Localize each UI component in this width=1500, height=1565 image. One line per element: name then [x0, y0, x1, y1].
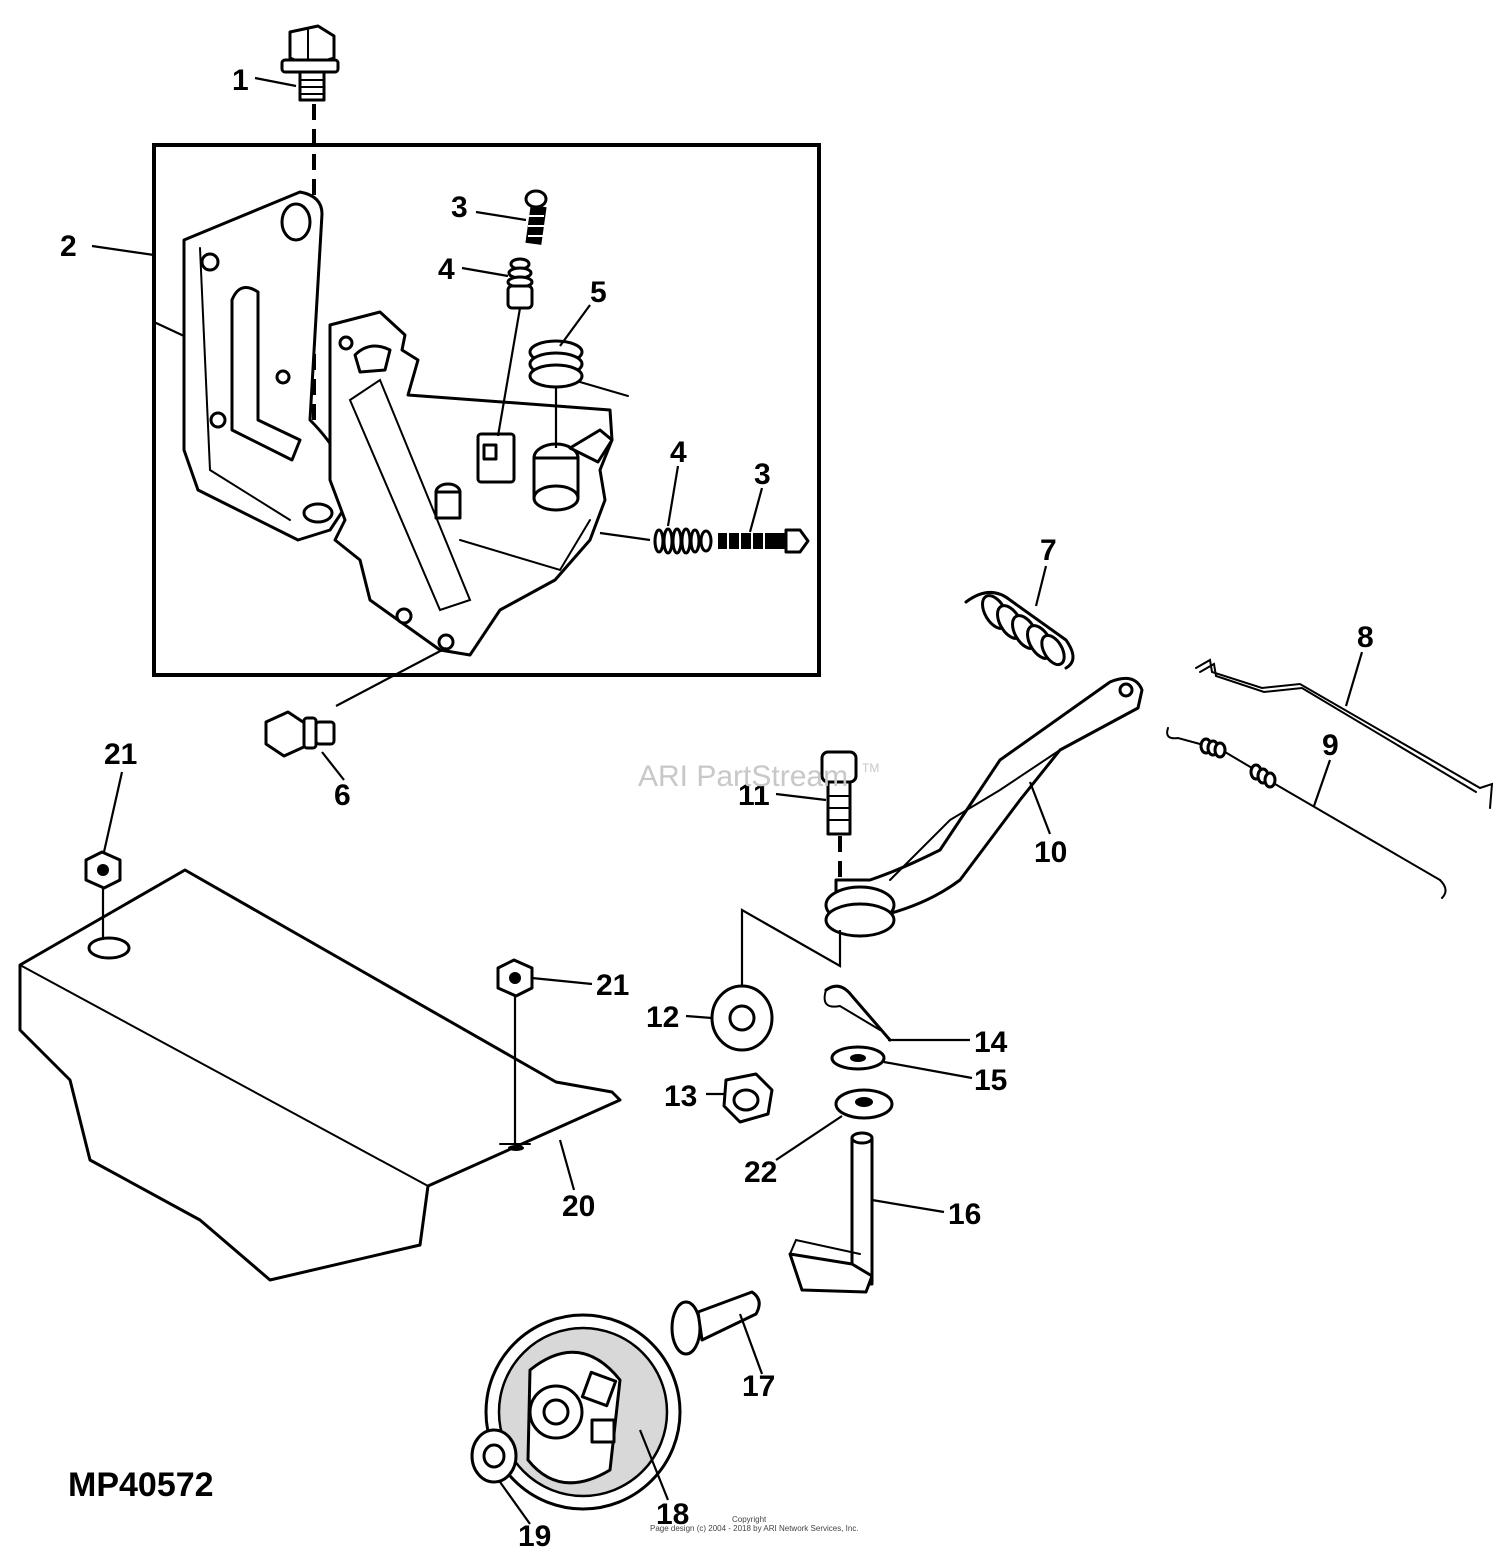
part-19-washer — [470, 1428, 518, 1484]
part-16-governor-shaft — [788, 1131, 874, 1294]
callout-1: 1 — [232, 64, 249, 97]
callout-8: 8 — [1357, 621, 1374, 654]
callout-17: 17 — [742, 1370, 775, 1403]
callout-4-top: 4 — [438, 253, 455, 286]
callout-4-right: 4 — [670, 436, 687, 469]
governor-control-plate — [328, 310, 614, 657]
callout-3-top: 3 — [451, 191, 468, 224]
part-4-spring-right — [653, 527, 713, 555]
callout-12: 12 — [646, 1001, 679, 1034]
part-12-washer — [710, 984, 774, 1052]
part-21-nut-right — [496, 958, 534, 1146]
callout-11: 11 — [738, 779, 770, 812]
leader-lines — [91, 76, 1364, 1525]
part-10-governor-lever — [824, 676, 1144, 938]
part-14-cotter — [823, 984, 892, 1042]
part-15-washer — [830, 1045, 886, 1071]
part-7-spring — [964, 591, 1075, 670]
part-3-screw-right — [718, 528, 810, 554]
part-12-leader — [740, 908, 842, 990]
part-8-rod — [1195, 658, 1494, 809]
callout-19: 19 — [518, 1520, 551, 1553]
copyright-text: Page design (c) 2004 - 2018 by ARI Netwo… — [650, 1524, 859, 1533]
part-18-governor-gear — [484, 1313, 682, 1511]
part-20-deflector — [18, 868, 622, 1282]
part-5-coil-spring — [528, 339, 629, 448]
callout-16: 16 — [948, 1198, 981, 1231]
copyright-label: Copyright — [732, 1515, 767, 1524]
callout-2: 2 — [60, 230, 77, 263]
callout-10: 10 — [1034, 836, 1067, 869]
watermark: ARI PartStream — [638, 760, 848, 793]
part-9-spring-rod — [1166, 727, 1447, 899]
callout-21-left: 21 — [104, 738, 137, 771]
part-11-screw — [820, 750, 858, 880]
callout-13: 13 — [664, 1080, 697, 1113]
watermark-tm: TM — [862, 761, 879, 775]
callout-18: 18 — [656, 1498, 689, 1531]
callout-20: 20 — [562, 1190, 595, 1223]
part-13-nut — [722, 1072, 774, 1124]
callout-14: 14 — [974, 1026, 1008, 1059]
callout-3-right: 3 — [754, 458, 771, 491]
callout-21-right: 21 — [596, 969, 629, 1002]
part-1-bolt — [280, 24, 340, 102]
callout-9: 9 — [1322, 729, 1339, 762]
part-2-bracket — [182, 190, 352, 542]
part-17-pin — [670, 1290, 761, 1356]
part-22-washer — [834, 1088, 894, 1120]
part-4-spring-top — [506, 257, 534, 310]
callout-7: 7 — [1040, 534, 1057, 567]
inset-frame — [152, 143, 821, 677]
callout-15: 15 — [974, 1064, 1007, 1097]
reference-code: MP40572 — [68, 1466, 214, 1504]
part-21-nut-left — [84, 850, 122, 940]
callout-6: 6 — [334, 779, 351, 812]
part-6-bolt — [264, 710, 336, 758]
callout-22: 22 — [744, 1156, 777, 1189]
part-3-screw-top — [524, 189, 548, 245]
callout-5: 5 — [590, 276, 607, 309]
